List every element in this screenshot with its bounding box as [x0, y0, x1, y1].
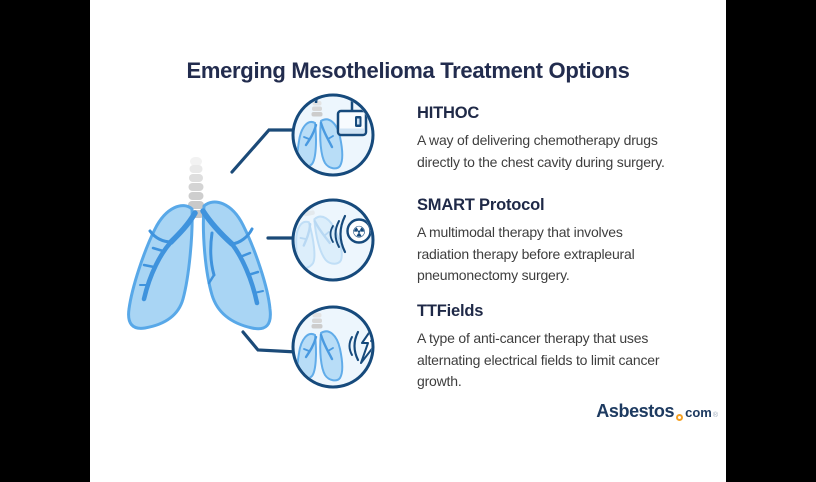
chemo-pump-device-icon [336, 109, 368, 137]
section-heading: SMART Protocol [417, 196, 545, 214]
section-text-line: growth. [417, 373, 462, 389]
ttfields-circle-icon [291, 305, 375, 389]
section-text-line: directly to the chest cavity during surg… [417, 153, 665, 170]
logo-brand-text: Asbestos [596, 401, 675, 421]
section-text-line: A way of delivering chemotherapy drugs [417, 132, 658, 148]
section-text-line: A type of anti-cancer therapy that uses [417, 330, 649, 346]
page-title: Emerging Mesothelioma Treatment Options [186, 58, 630, 83]
section-text-line: A multimodal therapy that involves [417, 224, 623, 240]
svg-text:☢: ☢ [352, 223, 366, 242]
connector-lines [230, 128, 299, 354]
section-hithoc: HITHOC A way of delivering chemotherapy … [417, 104, 707, 173]
radiation-waves-icon [329, 214, 347, 254]
section-heading: HITHOC [417, 104, 480, 122]
hithoc-circle-icon [291, 93, 375, 177]
radiation-trefoil-icon: ☢ [346, 218, 372, 244]
left-lung [127, 204, 194, 330]
letterbox-left [0, 0, 90, 482]
connector-line-ttfields [241, 330, 299, 354]
section-text-line: radiation therapy before extrapleural [417, 245, 635, 262]
lungs-illustration [127, 157, 272, 331]
lungs-treatment-diagram: ☢ [127, 93, 375, 389]
logo-tld-text: com [685, 405, 712, 420]
bronchial-tree [139, 208, 264, 306]
connector-line-hithoc [230, 128, 298, 174]
smart-circle-icon: ☢ [291, 198, 375, 282]
logo-trademark: ® [712, 412, 718, 419]
logo-ring-icon [676, 414, 684, 421]
section-heading: TTFields [417, 302, 484, 320]
section-ttfields: TTFields A type of anti-cancer therapy t… [417, 302, 707, 393]
infographic-canvas: Emerging Mesothelioma Treatment Options [90, 0, 726, 482]
letterbox-right [726, 0, 816, 482]
asbestos-com-logo: Asbestos com ® [596, 401, 718, 422]
electric-waves-icon [348, 330, 360, 362]
section-text-line: pneumonectomy surgery. [417, 267, 570, 283]
section-text-line: alternating electrical fields to limit c… [417, 351, 660, 368]
lightning-bolt-icon [360, 326, 372, 364]
section-smart-protocol: SMART Protocol A multimodal therapy that… [417, 196, 707, 287]
